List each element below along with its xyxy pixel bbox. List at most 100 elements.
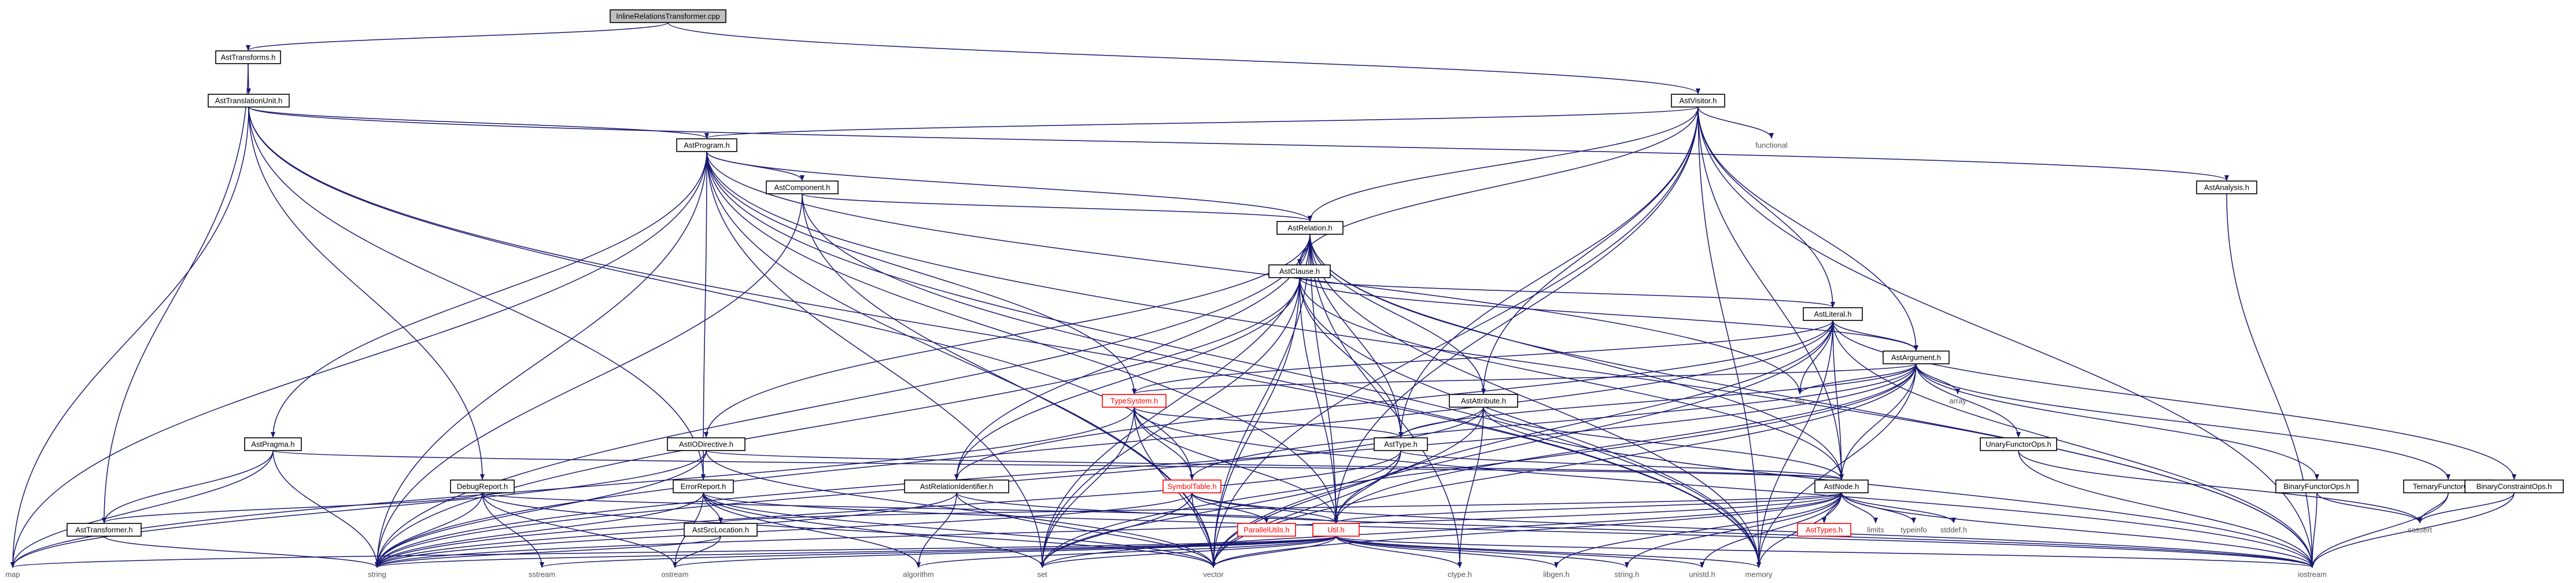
node-utilh[interactable]: Util.h <box>1312 523 1360 537</box>
node-unaryfunctorops[interactable]: UnaryFunctorOps.h <box>1980 437 2057 451</box>
node-utilh-box <box>1312 523 1360 537</box>
edge-astiodirective-to-astnode <box>706 450 1844 480</box>
node-map-label: map <box>5 570 20 579</box>
node-asttransforms[interactable]: AstTransforms.h <box>215 50 281 64</box>
node-limits-label: limits <box>1867 526 1884 534</box>
edge-astprogram-to-memory <box>706 151 1761 568</box>
edge-astrelid-to-algorithm <box>916 492 957 568</box>
node-typesystem-label: TypeSystem.h <box>1110 397 1158 405</box>
node-iostream-label: iostream <box>2298 570 2327 579</box>
edge-astclause-to-utilh <box>1299 277 1338 523</box>
edge-astcomponent-to-string <box>375 193 803 568</box>
edge-astrelid-to-vector <box>956 492 1216 568</box>
edge-utilh-to-stringh <box>1335 536 1629 568</box>
edge-astclause-to-set <box>1040 277 1300 568</box>
edge-debugreport-to-vector <box>482 492 1216 568</box>
node-unistd: unistd.h <box>1689 570 1715 579</box>
edge-astnode-to-string <box>375 492 1842 568</box>
edge-astliteral-to-vector <box>1211 320 1833 568</box>
node-binaryfunctorops[interactable]: BinaryFunctorOps.h <box>2275 479 2359 493</box>
node-unaryfunctorops-label: UnaryFunctorOps.h <box>1985 440 2051 449</box>
node-astpragma[interactable]: AstPragma.h <box>244 437 302 451</box>
node-astattribute[interactable]: AstAttribute.h <box>1449 394 1518 408</box>
node-binaryconstraintops-label: BinaryConstraintOps.h <box>2477 482 2552 491</box>
edge-astpragma-to-string <box>272 450 379 568</box>
node-astclause-label: AstClause.h <box>1279 267 1320 276</box>
node-asttu-box <box>208 94 290 108</box>
edge-astclause-to-astliteral <box>1299 277 1835 308</box>
node-asttype-box <box>1374 437 1428 451</box>
node-astrelid-label: AstRelationIdentifier.h <box>920 482 993 491</box>
edge-astvisitor-to-vector <box>1211 106 1699 568</box>
node-asttransformer[interactable]: AstTransformer.h <box>67 523 142 537</box>
node-asttransformer-box <box>67 523 142 537</box>
node-errorreport[interactable]: ErrorReport.h <box>673 479 734 493</box>
node-astprogram[interactable]: AstProgram.h <box>676 138 737 152</box>
node-astanalysis-label: AstAnalysis.h <box>2204 183 2249 192</box>
edge-astrelation-to-astrelid <box>954 234 1311 480</box>
edge-astcomponent-to-astrelation <box>802 193 1312 222</box>
edge-ternaryfunctorops-to-iostream <box>2310 492 2449 568</box>
node-layer: InlineRelationsTransformer.cppAstTransfo… <box>5 9 2564 579</box>
node-binaryconstraintops[interactable]: BinaryConstraintOps.h <box>2464 479 2564 493</box>
edge-errorreport-to-vector <box>703 492 1216 568</box>
node-astliteral[interactable]: AstLiteral.h <box>1803 307 1863 321</box>
node-astsrclocation[interactable]: AstSrcLocation.h <box>684 523 758 537</box>
node-astanalysis[interactable]: AstAnalysis.h <box>2196 180 2257 194</box>
edge-astvisitor-to-asttype <box>1398 106 1699 438</box>
edge-asttype-to-astnode <box>1400 450 1844 480</box>
node-astcomponent[interactable]: AstComponent.h <box>766 180 839 194</box>
node-astvisitor-box <box>1671 94 1725 108</box>
node-parallelutils-label: ParallelUtils.h <box>1243 526 1289 534</box>
edge-astprogram-to-set <box>706 151 1045 568</box>
node-astnode[interactable]: AstNode.h <box>1814 479 1869 493</box>
edge-asttu-to-memory <box>248 106 1761 568</box>
node-asttransformer-label: AstTransformer.h <box>75 526 132 534</box>
edge-astliteral-to-astnode <box>1832 320 1844 480</box>
node-unaryfunctorops-box <box>1980 437 2057 451</box>
node-astrelation-label: AstRelation.h <box>1287 224 1332 233</box>
edge-utilh-to-sstream <box>540 536 1337 568</box>
node-symboltable-label: SymbolTable.h <box>1167 482 1216 491</box>
node-astiodirective[interactable]: AstIODirective.h <box>667 437 746 451</box>
node-list-label: list <box>1795 397 1804 405</box>
node-algorithm: algorithm <box>903 570 933 579</box>
node-astattribute-label: AstAttribute.h <box>1461 397 1506 405</box>
node-string: string <box>368 570 386 579</box>
edge-astnode-to-utilh <box>1334 492 1842 523</box>
edge-utilh-to-memory <box>1335 536 1761 568</box>
node-asttype[interactable]: AstType.h <box>1374 437 1428 451</box>
node-stringh-label: string.h <box>1615 570 1640 579</box>
edge-root-to-asttransforms <box>246 22 669 51</box>
node-sstream: sstream <box>529 570 555 579</box>
edge-astcomponent-to-memory <box>802 193 1761 568</box>
node-asttu[interactable]: AstTranslationUnit.h <box>208 94 290 108</box>
edge-astnode-to-vector <box>1211 492 1842 568</box>
node-symboltable[interactable]: SymbolTable.h <box>1162 479 1221 493</box>
node-typeinfo: typeinfo <box>1900 526 1927 534</box>
edge-astvisitor-to-iostream <box>1697 106 2315 568</box>
node-astargument[interactable]: AstArgument.h <box>1883 350 1950 364</box>
edge-debugreport-to-sstream <box>482 492 544 568</box>
node-set: set <box>1037 570 1047 579</box>
edge-astargument-to-symboltable <box>1190 363 1917 480</box>
node-array: array <box>1949 397 1966 405</box>
node-astclause[interactable]: AstClause.h <box>1268 264 1331 278</box>
node-parallelutils[interactable]: ParallelUtils.h <box>1237 523 1296 537</box>
edge-astliteral-to-memory <box>1756 320 1833 568</box>
edge-astvisitor-to-astprogram <box>704 106 1699 139</box>
edge-asttu-to-astprogram <box>248 106 709 139</box>
node-asttypes[interactable]: AstTypes.h <box>1797 523 1851 537</box>
node-symboltable-box <box>1162 479 1221 493</box>
edge-astiodirective-to-map <box>10 450 707 568</box>
node-debugreport[interactable]: DebugReport.h <box>450 479 515 493</box>
node-astrelation[interactable]: AstRelation.h <box>1276 221 1344 235</box>
node-root[interactable]: InlineRelationsTransformer.cpp <box>610 9 726 23</box>
node-astvisitor[interactable]: AstVisitor.h <box>1671 94 1725 108</box>
node-root-box <box>610 9 726 23</box>
node-astpragma-box <box>244 437 302 451</box>
node-typesystem[interactable]: TypeSystem.h <box>1102 394 1167 408</box>
node-ostream: ostream <box>662 570 689 579</box>
node-astrelid[interactable]: AstRelationIdentifier.h <box>904 479 1009 493</box>
node-memory: memory <box>1745 570 1773 579</box>
